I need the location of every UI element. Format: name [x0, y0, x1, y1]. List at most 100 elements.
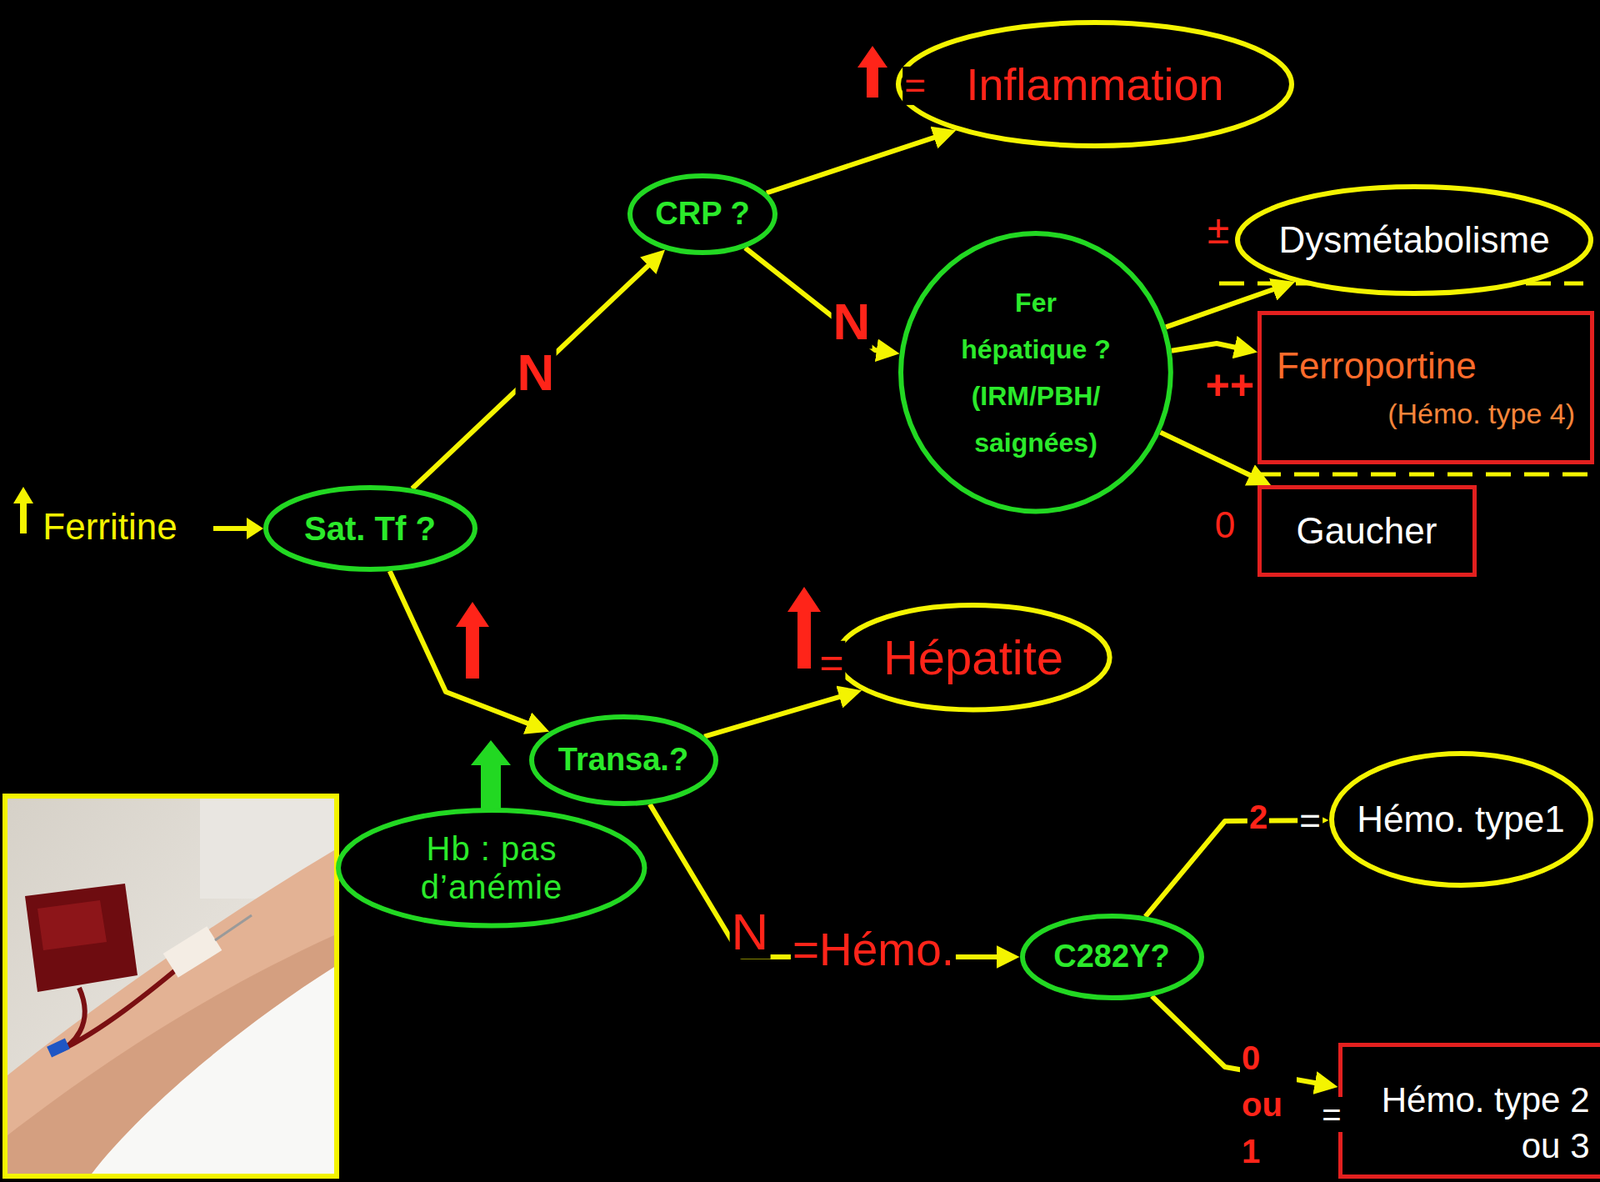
connector-arrow: [390, 570, 539, 728]
ellipse-shape: [900, 233, 1171, 512]
text-label: 2: [1247, 799, 1270, 835]
dashed-separator: [1255, 472, 1600, 477]
photo-connector: [46, 1038, 70, 1058]
ellipse-outline: [898, 230, 1174, 515]
label-holder: ±: [1205, 209, 1231, 251]
label-holder: N: [515, 345, 557, 400]
photo-bag-highlight: [37, 900, 107, 950]
text-label: Ferritine: [40, 507, 179, 546]
node-label: Transa.?: [558, 740, 689, 780]
label-holder: Ferritine: [40, 507, 179, 546]
text-label: =Hémo.: [790, 925, 956, 975]
connector-arrow: [1151, 995, 1327, 1085]
photo-frame: [5, 795, 337, 1176]
node-text-wrap: Hépatite: [834, 602, 1113, 712]
node-text-wrap: Ferroportine (Hémo. type 4): [1261, 315, 1590, 460]
label-holder: 2: [1247, 799, 1270, 835]
decision-ellipse: Transa.?: [529, 714, 719, 806]
connector-arrow: [412, 257, 657, 489]
connector-arrow: [704, 693, 851, 737]
label-holder: 0 ou 1: [1240, 1034, 1297, 1175]
node-label: C282Y?: [1053, 937, 1170, 976]
photo-blood-bag: [25, 883, 138, 992]
connector-arrow: [650, 804, 1009, 957]
decision-ellipse: Hépatite: [834, 602, 1113, 712]
photo-needle: [215, 915, 252, 940]
node-text-wrap: Gaucher: [1261, 489, 1473, 573]
up-arrow-symbol: [455, 601, 490, 679]
ellipse-shape: [1022, 915, 1202, 998]
text-label: N: [831, 294, 873, 349]
ellipse-shape: [1237, 186, 1591, 294]
connector-arrow: [745, 247, 888, 352]
ellipse-shape: [338, 810, 645, 926]
node-text-wrap: Transa.?: [529, 714, 719, 806]
node-text-wrap: Hb : pas d’anémie: [335, 807, 647, 929]
decision-ellipse: Hémo. type1: [1329, 750, 1594, 888]
label-holder: =: [1297, 801, 1323, 840]
text-label: 0: [1213, 505, 1237, 545]
node-text-wrap: C282Y?: [1020, 913, 1205, 1000]
node-label: Hémo. type 2 ou 3: [1352, 1077, 1590, 1169]
node-text-wrap: Hémo. type 2 ou 3: [1342, 1046, 1600, 1175]
node-text-wrap: Dysmétabolisme: [1235, 184, 1594, 296]
node-label: Hémo. type1: [1356, 797, 1565, 842]
result-box: Hémo. type 2 ou 3: [1338, 1042, 1600, 1179]
connector-arrow: [1160, 432, 1261, 480]
node-label: Fer hépatique ? (IRM/PBH/ saignées): [954, 279, 1117, 466]
up-arrow-symbol: [13, 486, 34, 534]
label-holder: 0: [1213, 505, 1237, 545]
decision-ellipse: Inflammation: [895, 20, 1295, 149]
text-label: =: [1297, 801, 1323, 840]
result-box: Ferroportine (Hémo. type 4): [1257, 310, 1595, 465]
ellipse-outline: [335, 807, 647, 929]
result-box: Gaucher: [1257, 485, 1477, 577]
node-label: Dysmétabolisme: [1278, 218, 1550, 263]
node-text-wrap: Sat. Tf ?: [263, 485, 478, 572]
node-text-wrap: Inflammation: [895, 20, 1295, 149]
ferritine-arrow-line: [213, 525, 250, 531]
text-label: N: [515, 345, 557, 400]
up-arrow-symbol: [787, 586, 821, 669]
text-label: N: [730, 904, 771, 959]
text-label: ±: [1205, 209, 1231, 251]
ellipse-shape: [531, 716, 716, 804]
decision-ellipse: CRP ?: [627, 173, 778, 255]
label-holder: N: [831, 294, 873, 349]
node-text-wrap: Hémo. type1: [1329, 750, 1594, 888]
label-holder: ++: [1204, 363, 1256, 408]
ellipse-shape: [898, 22, 1292, 146]
connector-arrow: [1171, 343, 1246, 351]
connector-arrow: [1145, 820, 1317, 916]
text-label: ++: [1204, 363, 1256, 408]
node-label: Ferroportine: [1276, 344, 1477, 389]
node-text-wrap: Fer hépatique ? (IRM/PBH/ saignées): [898, 230, 1174, 515]
node-label: (Hémo. type 4): [1387, 396, 1575, 431]
ellipse-shape: [630, 175, 775, 253]
node-label: Sat. Tf ?: [304, 508, 436, 549]
decision-ellipse: Fer hépatique ? (IRM/PBH/ saignées): [898, 230, 1174, 515]
ellipse-shape: [1331, 753, 1591, 885]
decision-ellipse: Hb : pas d’anémie: [335, 807, 647, 929]
node-label: Hépatite: [883, 628, 1064, 687]
photo-arm: [7, 850, 335, 1174]
text-label: 0 ou 1: [1240, 1034, 1297, 1175]
up-arrow-symbol: [470, 740, 511, 817]
node-label: CRP ?: [655, 195, 750, 234]
decision-ellipse: C282Y?: [1020, 913, 1205, 1000]
node-text-wrap: CRP ?: [627, 173, 778, 255]
up-arrow-symbol: [857, 45, 888, 98]
node-label: Inflammation: [965, 57, 1224, 112]
ellipse-shape: [836, 605, 1110, 710]
decision-ellipse: Sat. Tf ?: [263, 485, 478, 572]
connector-arrow: [766, 134, 945, 194]
photo-background: [7, 798, 335, 1174]
decision-ellipse: Dysmétabolisme: [1235, 184, 1594, 296]
ellipse-shape: [265, 487, 475, 570]
label-holder: =Hémo.: [790, 925, 956, 975]
label-holder: N: [730, 904, 771, 959]
